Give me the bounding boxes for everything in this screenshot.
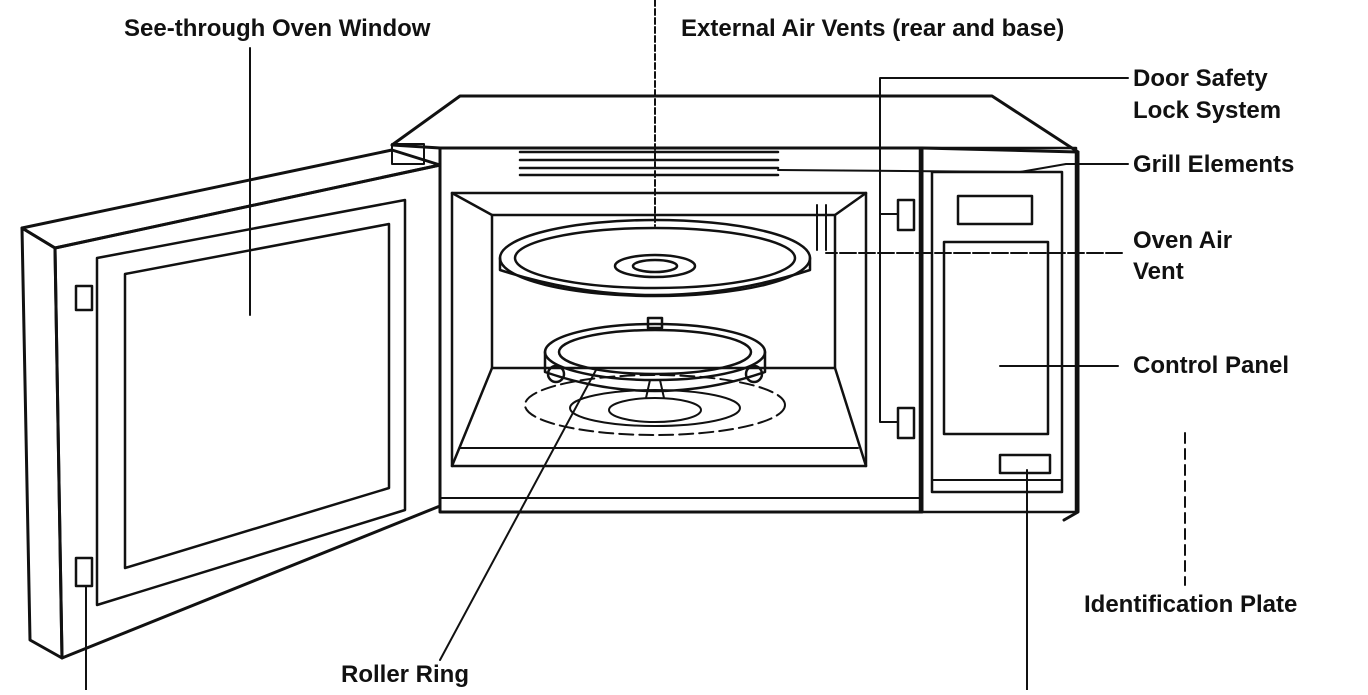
label-door-safety-line1: Door Safety bbox=[1133, 65, 1268, 92]
leader-lock bbox=[879, 77, 1129, 423]
cavity-edge-tr bbox=[833, 191, 868, 217]
door-front bbox=[53, 163, 442, 660]
door-hook-bottom bbox=[74, 556, 94, 588]
label-see-through-oven-window: See-through Oven Window bbox=[124, 15, 431, 42]
keypad-area bbox=[942, 240, 1050, 436]
control-panel-frame bbox=[918, 146, 1078, 514]
roller-wheel bbox=[744, 364, 764, 384]
label-identification-plate: Identification Plate bbox=[1084, 591, 1298, 618]
floor-rings bbox=[524, 374, 786, 436]
open-door bbox=[20, 143, 442, 660]
door-latches bbox=[896, 198, 916, 440]
floor-ring-outer bbox=[524, 374, 786, 436]
ring-inner bbox=[557, 328, 753, 376]
floor-ring-mid bbox=[569, 389, 741, 427]
leader-grill bbox=[777, 163, 1129, 173]
cabinet-right-side bbox=[1062, 150, 1080, 522]
control-panel-part bbox=[918, 146, 1078, 514]
label-door-safety-line2: Lock System bbox=[1133, 97, 1282, 124]
tray-rim bbox=[498, 218, 812, 298]
ring-outer bbox=[543, 322, 767, 382]
door-hinge bbox=[391, 143, 425, 165]
door-hook-top bbox=[74, 284, 94, 312]
label-control-panel: Control Panel bbox=[1133, 352, 1290, 379]
label-roller-ring: Roller Ring bbox=[341, 661, 470, 688]
cavity-edge-br bbox=[833, 366, 868, 468]
oven-cavity bbox=[450, 191, 868, 468]
turntable-tray bbox=[498, 218, 812, 298]
grill-elements bbox=[518, 150, 780, 177]
tray-center-ring bbox=[613, 253, 697, 279]
cavity-edge-tl bbox=[450, 191, 494, 217]
label-external-air-vents: External Air Vents (rear and base) bbox=[681, 15, 1065, 42]
leader-roller bbox=[439, 369, 597, 661]
floor-ring-inner bbox=[608, 397, 702, 423]
roller-wheel bbox=[546, 364, 566, 384]
cabinet-top bbox=[390, 94, 1080, 154]
cavity-edge-bl bbox=[450, 366, 494, 468]
id-plate-slot bbox=[998, 453, 1052, 475]
door-top-edge bbox=[20, 148, 442, 250]
label-oven-air-vent-line1: Oven Air bbox=[1133, 227, 1233, 254]
door-window-glass bbox=[123, 222, 391, 570]
control-panel-bezel bbox=[930, 170, 1064, 494]
cavity-opening bbox=[450, 191, 868, 468]
label-grill-elements: Grill Elements bbox=[1133, 151, 1295, 178]
oven-air-vent bbox=[816, 204, 827, 251]
door-side bbox=[20, 226, 64, 660]
leader-lines bbox=[85, 0, 1186, 691]
door-window-frame bbox=[95, 198, 407, 607]
latch-top bbox=[896, 198, 916, 232]
label-oven-air-vent-line2: Vent bbox=[1133, 258, 1184, 285]
display-window bbox=[956, 194, 1034, 226]
latch-bottom bbox=[896, 406, 916, 440]
ring-hub bbox=[646, 316, 664, 330]
tray-edge bbox=[498, 256, 812, 297]
tray-center bbox=[631, 258, 679, 274]
drive-coupler bbox=[645, 379, 665, 399]
tray-inner bbox=[513, 226, 797, 290]
